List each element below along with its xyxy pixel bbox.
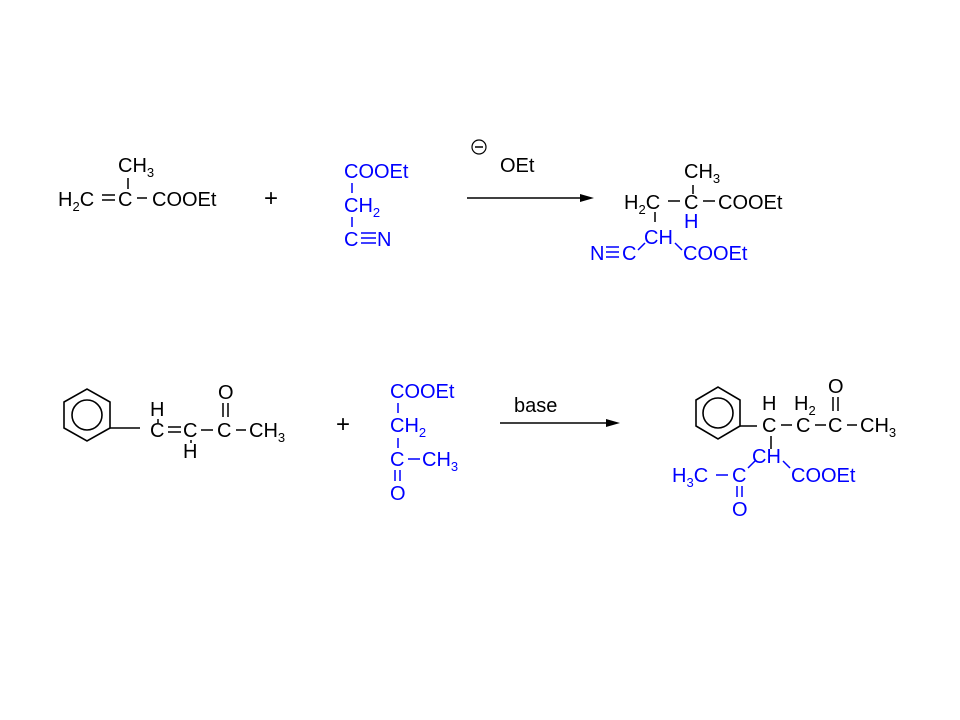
product2-oxygen-bottom-label: O xyxy=(732,499,748,521)
carbonyl-carbon-label: C xyxy=(217,420,231,442)
carbonyl-oxygen-label: O xyxy=(218,382,234,404)
product2-c3-label: C xyxy=(828,415,842,437)
bond-methine-ester2 xyxy=(782,460,791,469)
product-ester-top-label: COOEt xyxy=(718,192,783,214)
reaction1: CH3 H2C C COOEt + COOEt CH2 C N OEt xyxy=(58,139,783,265)
acceptor-methyl-label: CH3 xyxy=(249,420,285,445)
plus-sign-1: + xyxy=(264,185,278,212)
product-benzene-ring-icon xyxy=(695,386,741,440)
donor2-ester-label: COOEt xyxy=(390,381,455,403)
product-ester-bottom-label: COOEt xyxy=(683,243,748,265)
r1-condition: OEt xyxy=(467,139,594,202)
donor-methylene-label: CH2 xyxy=(344,195,380,220)
product-aromatic-circle-icon xyxy=(702,397,734,429)
product-methyl-label: CH3 xyxy=(684,161,720,186)
product2-methine-label: CH xyxy=(752,446,781,468)
vinyl-h-bottom-label: H xyxy=(183,441,197,463)
product2-acetyl-methyl-label: H3C xyxy=(672,465,708,490)
r2-acceptor-molecule: H C C H O C CH3 xyxy=(63,382,285,463)
benzene-ring-icon xyxy=(63,388,111,442)
r2-product-molecule: H C H2 C O C CH3 CH H3C C COOEt O xyxy=(672,376,896,521)
nitrile-nitrogen-label: N xyxy=(377,229,391,251)
product2-c1-label: C xyxy=(762,415,776,437)
product2-ester-label: COOEt xyxy=(791,465,856,487)
product2-c2-label: C xyxy=(796,415,810,437)
bond-methine-ester xyxy=(674,242,683,251)
base-label: base xyxy=(514,395,557,417)
product-hydrogen-label: H xyxy=(684,211,698,233)
alkene-carbon-label: C xyxy=(118,189,132,211)
r1-donor-molecule: COOEt CH2 C N xyxy=(344,161,409,251)
bond-keto-methine xyxy=(747,460,756,469)
methyl-group-label: CH3 xyxy=(118,155,154,180)
r1-product-molecule: CH3 H2C C COOEt H CH N C COOEt xyxy=(590,161,783,265)
alkene-c2-label: C xyxy=(183,420,197,442)
product-nitrile-carbon-label: C xyxy=(622,243,636,265)
donor2-keto-carbon-label: C xyxy=(390,449,404,471)
vinyl-h-top-label: H xyxy=(150,399,164,421)
donor2-methyl-label: CH3 xyxy=(422,449,458,474)
donor-ester-label: COOEt xyxy=(344,161,409,183)
product2-oxygen-top-label: O xyxy=(828,376,844,398)
product-methine-label: CH xyxy=(644,227,673,249)
product2-h-label: H xyxy=(762,393,776,415)
donor2-methylene-label: CH2 xyxy=(390,415,426,440)
r2-donor-molecule: COOEt CH2 C CH3 O xyxy=(390,381,458,505)
plus-sign-2: + xyxy=(336,411,350,438)
nitrile-carbon-label: C xyxy=(344,229,358,251)
reaction-arrow-2-head xyxy=(606,419,620,427)
product-methylene-label: H2C xyxy=(624,192,660,217)
r1-acceptor-molecule: CH3 H2C C COOEt xyxy=(58,155,217,214)
product2-methylene-h-label: H2 xyxy=(794,393,816,418)
methylene-label: H2C xyxy=(58,189,94,214)
donor2-oxygen-label: O xyxy=(390,483,406,505)
reaction2: H C C H O C CH3 + COOEt CH2 C CH3 xyxy=(63,376,896,521)
bond-nitrile-methine xyxy=(637,242,646,251)
reaction-arrow-1-head xyxy=(580,194,594,202)
negative-charge-circle xyxy=(471,139,487,155)
alkene-c1-label: C xyxy=(150,420,164,442)
ester-group-label: COOEt xyxy=(152,189,217,211)
product-quaternary-carbon-label: C xyxy=(684,192,698,214)
aromatic-circle-icon xyxy=(71,399,103,431)
product2-keto-carbon-label: C xyxy=(732,465,746,487)
product-nitrile-nitrogen-label: N xyxy=(590,243,604,265)
ethoxide-label: OEt xyxy=(500,155,535,177)
r2-condition: base xyxy=(500,395,620,427)
product2-methyl-label: CH3 xyxy=(860,415,896,440)
